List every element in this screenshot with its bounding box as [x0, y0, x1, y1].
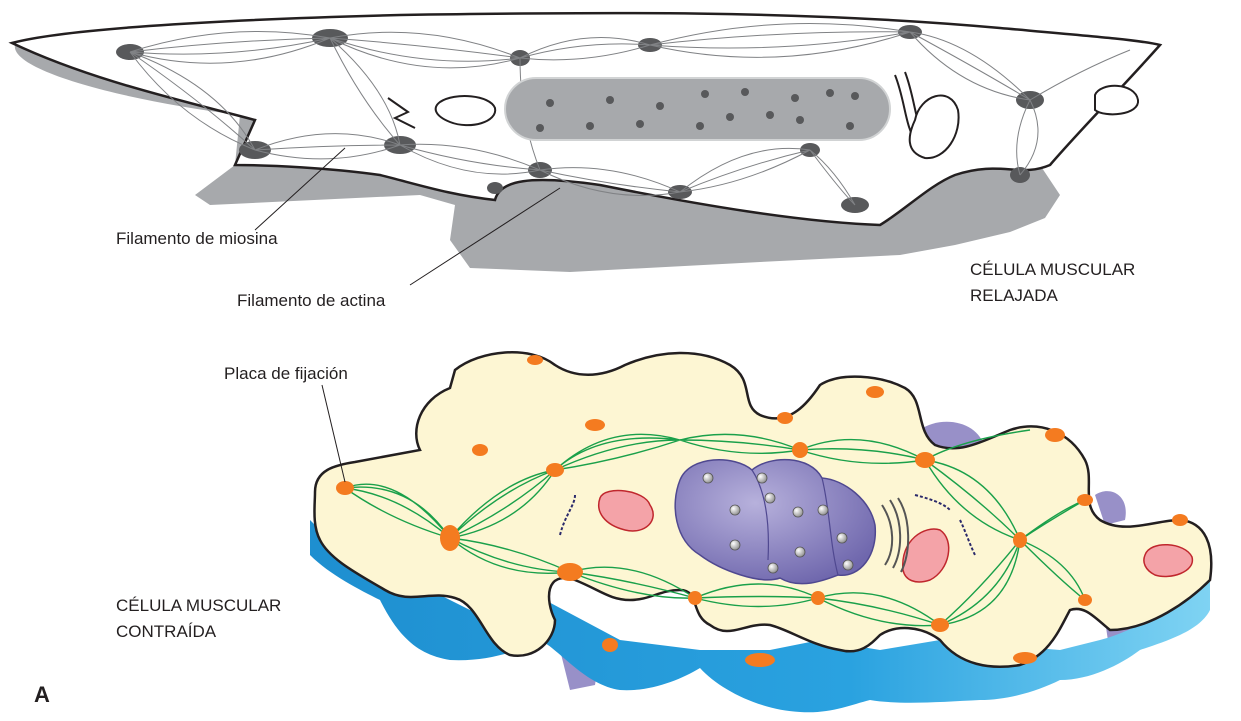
label-relaxed-cell-line2: RELAJADA [970, 286, 1059, 305]
label-attachment-plaque: Placa de fijación [224, 364, 348, 383]
contracted-cell [310, 352, 1211, 712]
contracted-mitochondrion-3 [1144, 545, 1193, 577]
relaxed-mitochondrion-3 [1095, 86, 1138, 115]
label-myosin-filament: Filamento de miosina [116, 229, 278, 248]
label-contracted-cell-line1: CÉLULA MUSCULAR [116, 596, 281, 615]
label-relaxed-cell-line1: CÉLULA MUSCULAR [970, 260, 1135, 279]
panel-letter: A [34, 682, 50, 707]
label-contracted-cell-line2: CONTRAÍDA [116, 622, 217, 641]
label-actin-filament: Filamento de actina [237, 291, 386, 310]
relaxed-nucleus [505, 78, 890, 140]
